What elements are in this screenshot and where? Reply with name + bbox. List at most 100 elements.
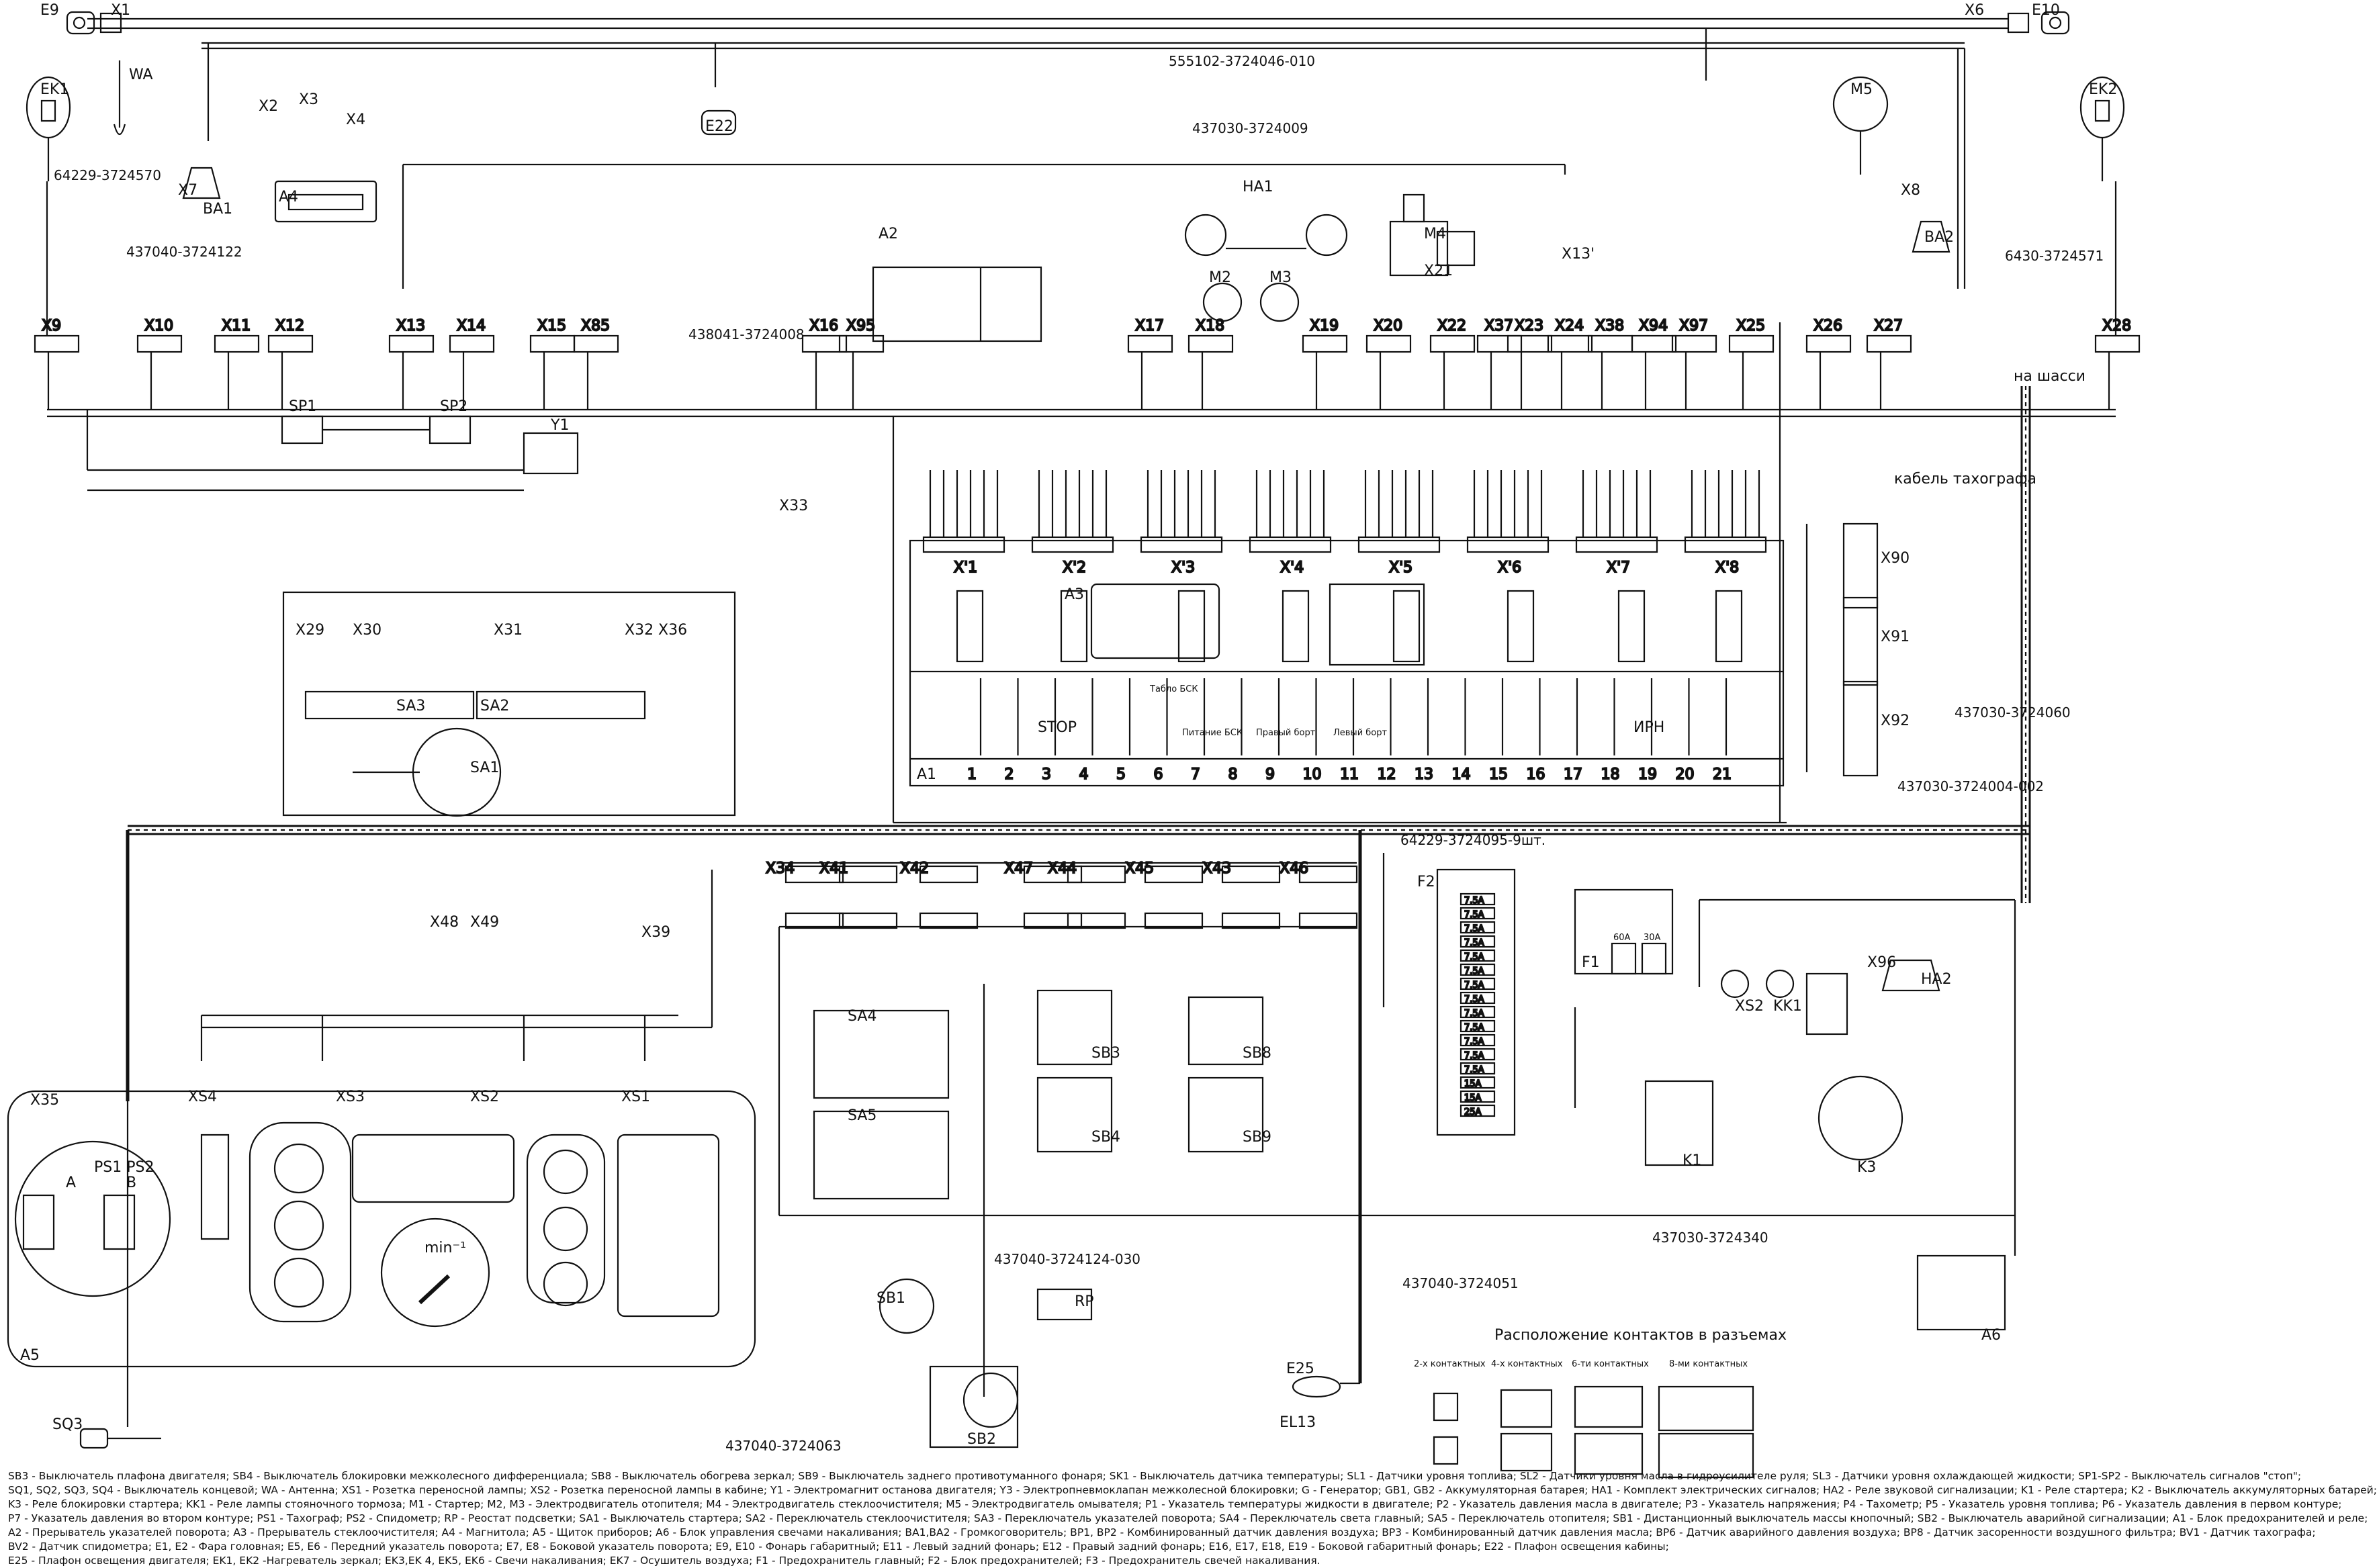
connector-block [267, 334, 314, 353]
pinout-4: 4-х контактных [1491, 1359, 1563, 1369]
radio-a4 [274, 180, 377, 223]
row2-label-X43: X43 [1202, 860, 1231, 877]
connector-label-X20: X20 [1374, 318, 1402, 334]
fuse-13: 15A [1464, 1079, 1482, 1089]
fuse [1460, 935, 1496, 948]
fuse-block-f2 [1382, 853, 1516, 1136]
fuse [1460, 977, 1496, 990]
label-X49: X49 [470, 914, 499, 931]
switch-blocks [813, 984, 1264, 1448]
a1-num-19: 19 [1638, 766, 1657, 783]
a1-connector-label-5: X'6 [1498, 559, 1521, 576]
right-part-KK1: KK1 [1773, 998, 1802, 1015]
component-label-X2: X2 [259, 98, 278, 115]
flasher-a2 [872, 266, 1042, 342]
right-relays [1644, 898, 2016, 1331]
component-label-WA: WA [129, 66, 153, 83]
connector-label-X17: X17 [1135, 318, 1164, 334]
relay [1617, 590, 1646, 663]
fuse [1460, 963, 1496, 976]
connector-block [1805, 334, 1852, 353]
component-label-E22: E22 [705, 118, 733, 135]
fuse-6: 7.5A [1464, 980, 1484, 990]
top-harness [46, 17, 2117, 336]
fuse [1460, 991, 1496, 1005]
mirror-heater-ek2 [2079, 76, 2125, 181]
component-label-X7: X7 [178, 182, 197, 199]
fuse-11: 7.5A [1464, 1051, 1484, 1061]
fuse [1460, 1033, 1496, 1047]
fuse [1460, 921, 1496, 934]
row2-connector-b [1298, 912, 1358, 929]
component-label-X1: X1 [111, 2, 130, 19]
fuse-5: 7.5A [1464, 966, 1484, 976]
fuse-2: 7.5A [1464, 924, 1484, 934]
legend-line: BV2 - Датчик спидометра; E1, E2 - Фара г… [8, 1540, 1669, 1553]
fuse-10: 7.5A [1464, 1037, 1484, 1047]
component-label-HA1: HA1 [1243, 179, 1273, 195]
lamp-e9 [66, 11, 122, 35]
harness-label-13: 437040-3724063 [725, 1438, 842, 1454]
a1-connector-label-2: X'3 [1171, 559, 1195, 576]
harness-label-4: 437040-3724122 [126, 244, 242, 260]
heater-motor-m2 [1202, 282, 1243, 322]
right-part-X91: X91 [1881, 629, 1910, 645]
ps-label: PS1 PS2 [94, 1159, 154, 1176]
row2-label-X44: X44 [1048, 860, 1077, 877]
fuse [1460, 1104, 1496, 1117]
fuse [1460, 1048, 1496, 1061]
switch-sq3 [79, 1101, 161, 1449]
a1-num-5: 5 [1116, 766, 1126, 783]
component-label-X3: X3 [299, 91, 318, 108]
right-part-F1: F1 [1582, 954, 1600, 971]
connector-block [1587, 334, 1633, 353]
rpm-label: min⁻¹ [424, 1240, 466, 1256]
row2-connector-b [1144, 912, 1204, 929]
component-label-M2: M2 [1209, 269, 1231, 286]
component-label-BA1: BA1 [203, 201, 232, 218]
connector-label-X94: X94 [1639, 318, 1668, 334]
row2-connector-b [784, 912, 844, 929]
fuse-12: 7.5A [1464, 1065, 1484, 1075]
a1-num-3: 3 [1042, 766, 1051, 783]
label-SP2: SP2 [440, 398, 467, 415]
tablo-label: Табло БСК [1149, 684, 1198, 694]
label-X32: X32 [625, 622, 654, 639]
connector-block [449, 334, 495, 353]
a1-connector [1140, 536, 1223, 553]
xs-label-2: XS2 [470, 1089, 499, 1105]
a1-num-7: 7 [1191, 766, 1200, 783]
component-label-A4: A4 [279, 189, 298, 205]
a1-connector [1575, 536, 1658, 553]
row2-connector [919, 865, 979, 884]
right-part-K3: K3 [1857, 1159, 1876, 1176]
fuse-list: 7.5A7.5A7.5A7.5A7.5A7.5A7.5A7.5A7.5A7.5A… [1460, 892, 1496, 1118]
a1-connector-label-0: X'1 [954, 559, 977, 576]
tacho-cable [126, 386, 2031, 1383]
label-SP1: SP1 [289, 398, 316, 415]
a1-harness [892, 322, 1787, 824]
component-label-X8: X8 [1901, 182, 1920, 199]
a1-num-14: 14 [1452, 766, 1471, 783]
switch-label-SB2: SB2 [967, 1431, 996, 1448]
connector-label-X85: X85 [581, 318, 610, 334]
label-X48: X48 [430, 914, 459, 931]
f1-fuse-1: 30A [1644, 933, 1661, 943]
connector-label-X18: X18 [1196, 318, 1224, 334]
label-Y1: Y1 [550, 417, 569, 434]
pinout-6: 6-ти контактных [1572, 1359, 1649, 1369]
harness-label-5: 438041-3724008 [688, 326, 805, 342]
connector-block [1507, 334, 1553, 353]
fuse-14: 15A [1464, 1093, 1482, 1103]
connector-label-X19: X19 [1310, 318, 1339, 334]
left-board-label: Левый борт [1333, 728, 1388, 738]
row2-connector [1298, 865, 1358, 884]
a1-num-18: 18 [1601, 766, 1620, 783]
a1-num-21: 21 [1713, 766, 1732, 783]
switch-label-SB3: SB3 [1091, 1045, 1120, 1062]
f2-label: F2 [1417, 874, 1435, 890]
component-label-BA2: BA2 [1924, 229, 1954, 246]
row2-connector-b [1067, 912, 1126, 929]
legend-line: K3 - Реле блокировки стартера; KK1 - Рел… [8, 1498, 2342, 1510]
fuse [1460, 1019, 1496, 1033]
